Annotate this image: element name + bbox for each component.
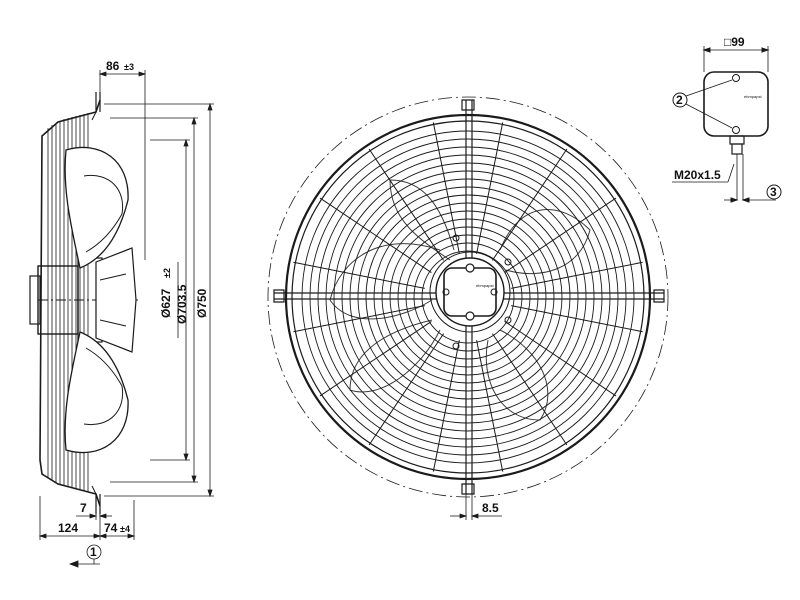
hub-logo: ebmpapst [476, 283, 494, 288]
guard-spoke [476, 340, 504, 472]
guard-spoke [432, 122, 460, 254]
guard-spoke [319, 320, 432, 397]
slot-dimension [450, 494, 502, 520]
guard-ring [333, 162, 603, 432]
callout-2-label: 2 [676, 93, 683, 107]
guard-ring [341, 170, 595, 424]
guard-ring [365, 194, 571, 400]
guard-ring [373, 202, 563, 392]
side-view-labels: 86 ±3 Ø627 ±2 Ø703.5 Ø750 7 124 74 ±4 1 [58, 59, 209, 559]
guard-spokes [293, 122, 643, 472]
callout-3-label: 3 [770, 185, 777, 199]
dim-86-tol: ±3 [124, 62, 134, 72]
terminal-box [672, 46, 782, 203]
side-view-dimensions [38, 70, 214, 568]
guard-spoke [368, 333, 445, 446]
guard-spoke [491, 333, 568, 446]
dim-dia-627: Ø627 [159, 288, 173, 318]
guard-rings [301, 130, 635, 464]
callout-1-label: 1 [90, 545, 97, 559]
guard-ring [397, 226, 539, 368]
dim-74-tol: ±4 [120, 524, 130, 534]
guard-spoke [511, 305, 643, 333]
guard-ring [325, 154, 611, 440]
guard-spoke [504, 197, 617, 274]
guard-ring [381, 210, 555, 384]
guard-spoke [504, 320, 617, 397]
dim-box-99: □99 [724, 35, 745, 49]
front-view [267, 96, 669, 498]
side-view [29, 92, 140, 514]
guard-ring [357, 186, 579, 408]
guard-ring [421, 250, 515, 344]
dim-8-5: 8.5 [482, 501, 499, 515]
dim-124: 124 [58, 521, 78, 535]
guard-spoke [293, 305, 425, 333]
guard-ring [413, 242, 523, 352]
guard-ring [309, 138, 627, 456]
guard-spoke [293, 261, 425, 289]
dim-dia-627-tol: ±2 [162, 268, 172, 278]
thread-label: M20x1.5 [674, 168, 721, 182]
dim-dia-750: Ø750 [195, 288, 209, 318]
guard-spoke [368, 148, 445, 261]
dim-7: 7 [80, 501, 87, 515]
guard-ring [317, 146, 619, 448]
guard-spoke [319, 197, 432, 274]
guard-spoke [432, 340, 460, 472]
dim-74: 74 [104, 521, 118, 535]
dim-86: 86 [106, 59, 120, 73]
guard-ring [349, 178, 587, 416]
hub-logo-box: ebmpapst [744, 94, 762, 99]
guard-spoke [476, 122, 504, 254]
guard-spoke [491, 148, 568, 261]
guard-ring [389, 218, 547, 376]
guard-spoke [511, 261, 643, 289]
dim-dia-703: Ø703.5 [175, 284, 189, 324]
guard-ring [405, 234, 531, 360]
guard-ring [301, 130, 635, 464]
